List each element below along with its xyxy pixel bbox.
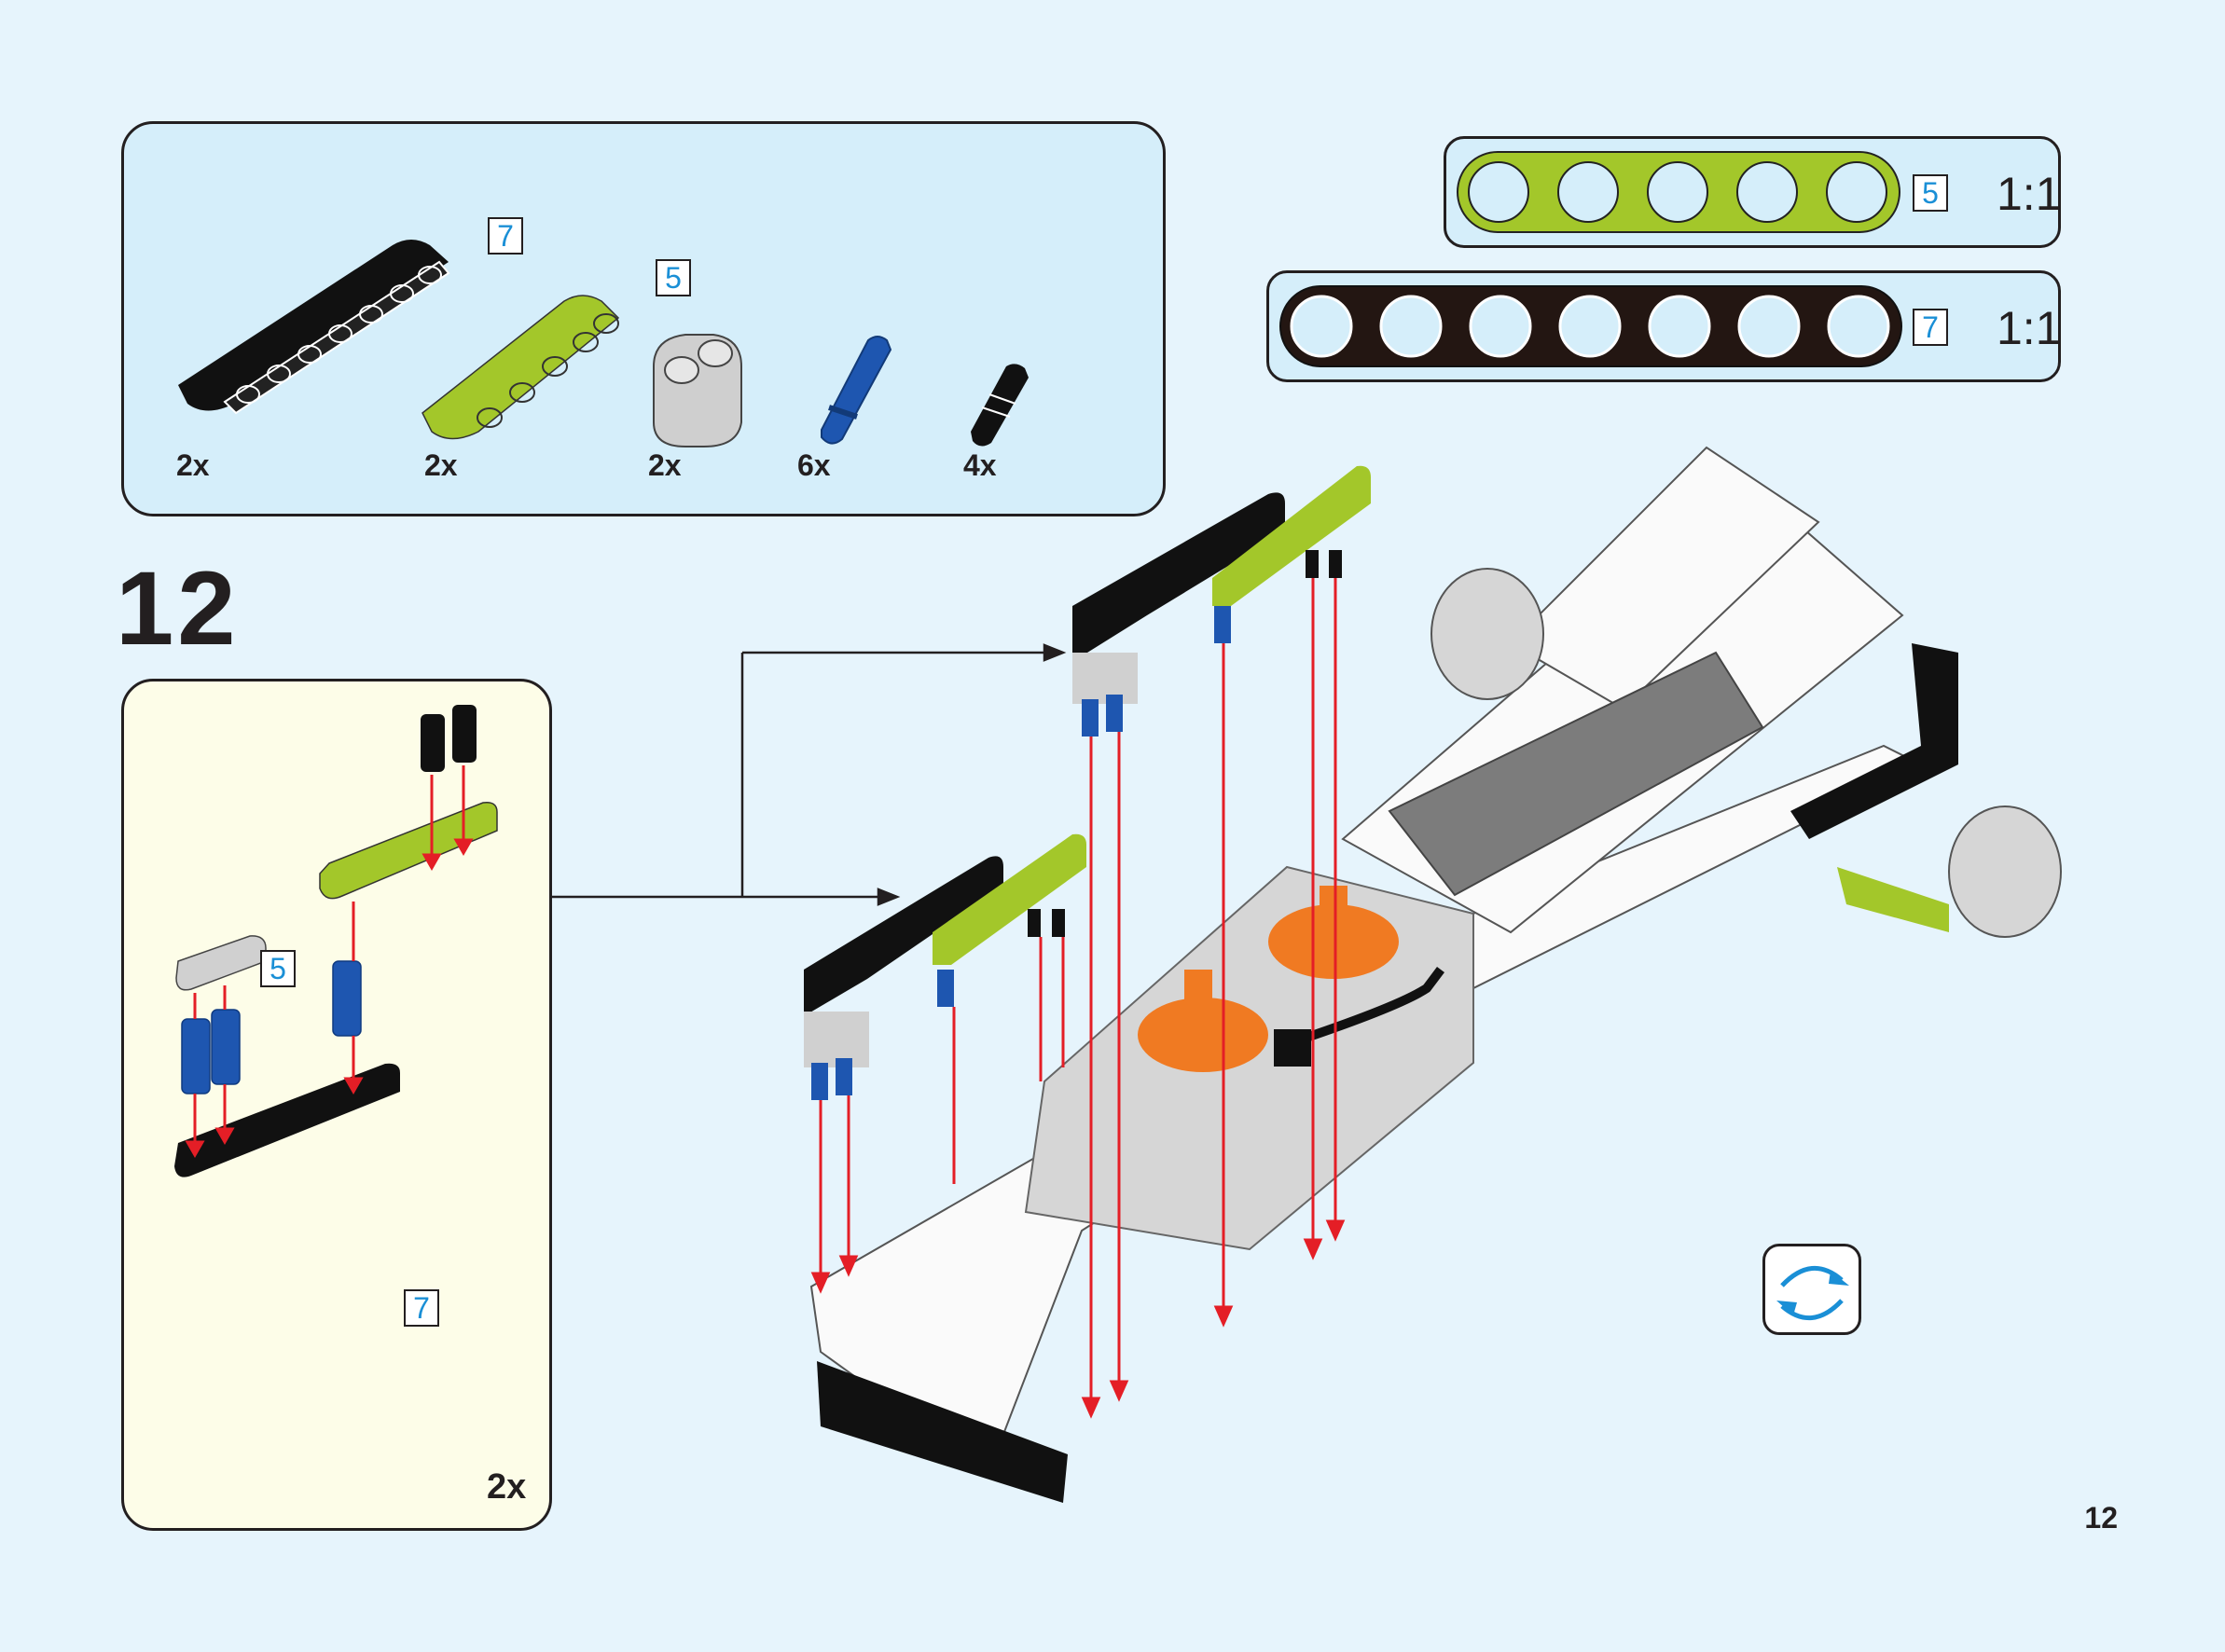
black-pins bbox=[421, 705, 477, 772]
black-beam-7-outline bbox=[1279, 285, 1902, 367]
quantity-friction-pin: 4x bbox=[963, 448, 997, 482]
rotate-model-indicator bbox=[1762, 1244, 1861, 1335]
quantity-beam-2: 2x bbox=[648, 448, 682, 482]
scale-guide-beam-7: 7 1:1 bbox=[1266, 270, 2062, 382]
scale-guide-beam-5: 5 1:1 bbox=[1444, 136, 2062, 248]
quantity-axle-pin: 6x bbox=[797, 448, 831, 482]
scale-ratio: 1:1 bbox=[1997, 302, 2062, 354]
subassembly-panel: 5 7 bbox=[121, 679, 552, 1531]
subassembly-quantity: 2x bbox=[487, 1467, 527, 1507]
quantity-beam-5: 2x bbox=[424, 448, 458, 482]
quantity-beam-7: 2x bbox=[176, 448, 210, 482]
parts-list-panel: 7 2x 5 2x 2x 6x 4x bbox=[121, 121, 1166, 516]
gray-beam-2-part bbox=[653, 334, 742, 447]
scale-length-badge-5: 5 bbox=[1913, 174, 1948, 212]
lime-beam-5-part bbox=[422, 295, 620, 440]
assembly-arrows bbox=[810, 578, 1346, 1419]
motor-block bbox=[1388, 651, 1764, 897]
step-number: 12 bbox=[116, 550, 240, 667]
blue-axle-pin-part bbox=[821, 336, 892, 445]
lower-beam-assembly bbox=[804, 833, 1086, 1100]
sub-length-badge-5: 5 bbox=[260, 950, 296, 987]
upper-beam-assembly bbox=[1072, 465, 1371, 737]
bottom-black-beam bbox=[817, 1361, 1068, 1503]
black-beam-7-part bbox=[178, 240, 450, 415]
lime-beam-5-outline bbox=[1457, 151, 1900, 233]
length-badge-5: 5 bbox=[656, 259, 691, 296]
black-friction-pin-part bbox=[971, 364, 1029, 447]
subassembly-diagram bbox=[174, 705, 498, 1177]
scale-ratio: 1:1 bbox=[1997, 168, 2062, 220]
scale-length-badge-7: 7 bbox=[1913, 309, 1948, 346]
length-badge-7: 7 bbox=[488, 217, 523, 255]
rotate-model-icon bbox=[1776, 1265, 1849, 1321]
sub-length-badge-7: 7 bbox=[404, 1289, 439, 1327]
page-number: 12 bbox=[2084, 1501, 2118, 1535]
